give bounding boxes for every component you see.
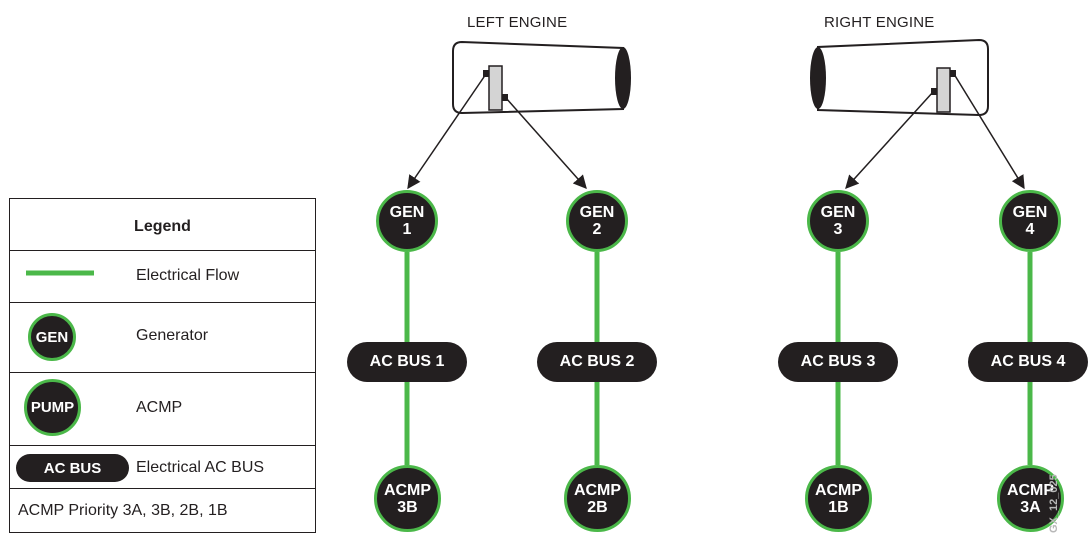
gen-1-label: GEN [389,204,425,221]
gen-4-number: 4 [1025,221,1035,238]
legend-gen-symbol-text: GEN [35,328,69,346]
acmp-3b-label: ACMP [383,481,432,499]
acmp-1b-label: ACMP [814,481,863,499]
ac-bus-1: AC BUS 1 [347,342,467,382]
arrow-to-gen-4 [953,73,1025,190]
legend-generator-label: Generator [136,327,209,344]
legend-priority-text: ACMP Priority 3A, 3B, 2B, 1B [18,502,228,519]
acmp-2b-label: ACMP [573,481,622,499]
legend-title: Legend [134,218,191,235]
acmp-3a-label: ACMP [1006,481,1055,499]
right-gen-terminal-b [950,70,956,77]
legend-row-generator: GEN Generator [10,302,315,372]
right-engine-generator-block [936,67,951,113]
acmp-3a-id: 3A [1020,498,1041,516]
gen-3-label: GEN [820,204,856,221]
right-engine-label: RIGHT ENGINE [824,14,935,31]
arrow-to-gen-2 [505,97,587,190]
legend-flow-label: Electrical Flow [136,267,240,284]
gen-2-label: GEN [579,204,615,221]
gen-3-number: 3 [833,221,843,238]
gen-1-node: GEN 1 [376,190,438,252]
acmp-3b-id: 3B [397,498,418,516]
legend-pump-symbol: PUMP [24,379,81,436]
gen-3-node: GEN 3 [807,190,869,252]
acmp-2b-id: 2B [587,498,608,516]
legend-box: Legend Electrical Flow GEN Generator PUM… [9,198,316,533]
acmp-1b-id: 1B [828,498,849,516]
legend-ac-bus-label: Electrical AC BUS [136,459,265,476]
acmp-3a-node: ACMP 3A [997,465,1064,532]
figure-id: GX_12_025 [1048,474,1060,533]
acmp-2b-node: ACMP 2B [564,465,631,532]
left-gen-terminal-b [502,94,508,101]
arrow-to-gen-3 [845,91,934,190]
acmp-1b-node: ACMP 1B [805,465,872,532]
gen-1-number: 1 [402,221,412,238]
ac-bus-4: AC BUS 4 [968,342,1088,382]
left-engine-nacelle [452,40,631,115]
legend-row-flow: Electrical Flow [10,250,315,302]
legend-row-priority: ACMP Priority 3A, 3B, 2B, 1B [10,488,315,532]
legend-row-ac-bus: AC BUS Electrical AC BUS [10,445,315,488]
right-engine-nacelle [810,38,989,117]
legend-row-acmp: PUMP ACMP [10,372,315,445]
legend-gen-symbol: GEN [28,313,76,361]
legend-ac-bus-symbol: AC BUS [16,454,129,482]
left-engine-label: LEFT ENGINE [467,14,568,31]
legend-acmp-label: ACMP [136,399,183,416]
gen-2-node: GEN 2 [566,190,628,252]
ac-bus-2: AC BUS 2 [537,342,657,382]
ac-bus-3: AC BUS 3 [778,342,898,382]
arrow-to-gen-1 [407,73,487,190]
legend-pump-symbol-text: PUMP [30,399,75,416]
gen-4-node: GEN 4 [999,190,1061,252]
right-gen-terminal-a [931,88,937,95]
acmp-3b-node: ACMP 3B [374,465,441,532]
gen-2-number: 2 [592,221,602,238]
left-engine-generator-block [488,65,503,111]
left-gen-terminal-a [483,70,489,77]
gen-4-label: GEN [1012,204,1048,221]
